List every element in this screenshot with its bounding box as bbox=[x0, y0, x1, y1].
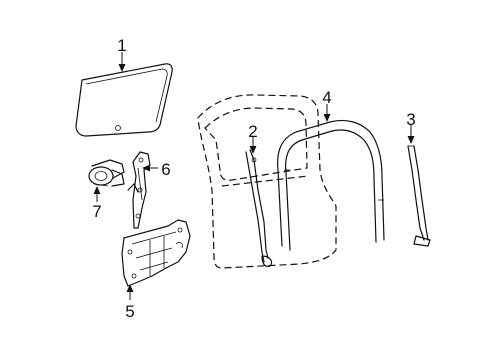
callout-5: 5 bbox=[125, 302, 134, 321]
glass-run-channel bbox=[245, 149, 273, 267]
callout-2: 2 bbox=[248, 122, 257, 141]
callout-3: 3 bbox=[406, 110, 415, 129]
window-regulator-panel bbox=[121, 219, 191, 287]
door-outline bbox=[197, 94, 337, 269]
frame-weatherstrip bbox=[277, 119, 385, 251]
callout-1: 1 bbox=[117, 36, 126, 55]
door-glass bbox=[75, 63, 173, 137]
run-channel-strip bbox=[407, 145, 431, 247]
callout-4: 4 bbox=[322, 88, 331, 107]
callout-6: 6 bbox=[161, 160, 170, 179]
regulator-bracket bbox=[127, 151, 151, 229]
callout-7: 7 bbox=[92, 202, 101, 221]
window-motor bbox=[88, 159, 125, 187]
leader-lines bbox=[93, 52, 415, 300]
